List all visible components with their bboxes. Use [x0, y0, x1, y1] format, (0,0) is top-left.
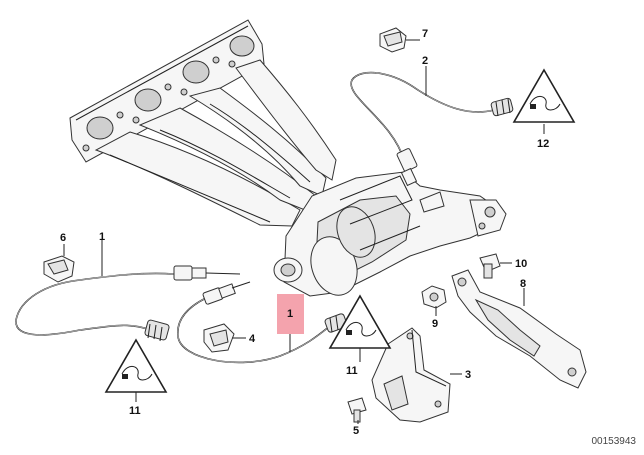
mounting-bracket[interactable] — [451, 269, 587, 389]
callout-3[interactable]: 3 — [465, 369, 471, 381]
catalytic-converter[interactable] — [273, 171, 507, 302]
sensor-clip[interactable] — [379, 27, 407, 53]
oxygen-sensor-front[interactable] — [15, 265, 241, 342]
bolt[interactable] — [479, 253, 501, 279]
reference-number: 00153943 — [591, 436, 637, 447]
callout-2[interactable]: 2 — [422, 55, 428, 67]
exhaust-manifold[interactable] — [69, 19, 337, 227]
sensor-clip[interactable] — [203, 323, 235, 353]
callout-8[interactable]: 8 — [520, 278, 526, 290]
callouts: 7 2 12 6 1 10 8 9 1 4 11 3 11 5 — [60, 28, 549, 437]
callout-12[interactable]: 12 — [537, 138, 549, 150]
oxygen-sensor-rear[interactable] — [350, 71, 514, 187]
callout-4[interactable]: 4 — [249, 333, 256, 345]
callout-11[interactable]: 11 — [346, 365, 358, 377]
leader-lines — [63, 39, 545, 424]
callout-6[interactable]: 6 — [60, 232, 66, 244]
callout-5[interactable]: 5 — [353, 425, 359, 437]
callout-10[interactable]: 10 — [515, 258, 527, 270]
sensor-clip[interactable] — [43, 255, 75, 283]
bracket[interactable] — [371, 327, 451, 423]
nut[interactable] — [421, 285, 447, 309]
warning-label — [512, 68, 576, 123]
callout-9[interactable]: 9 — [432, 318, 438, 330]
highlight-box — [277, 294, 304, 334]
callout-11[interactable]: 11 — [129, 405, 141, 417]
callout-1-highlighted[interactable]: 1 — [287, 308, 293, 320]
warning-label — [104, 338, 168, 393]
bolt[interactable] — [347, 397, 367, 423]
callout-7[interactable]: 7 — [422, 28, 428, 40]
callout-1[interactable]: 1 — [99, 231, 105, 243]
